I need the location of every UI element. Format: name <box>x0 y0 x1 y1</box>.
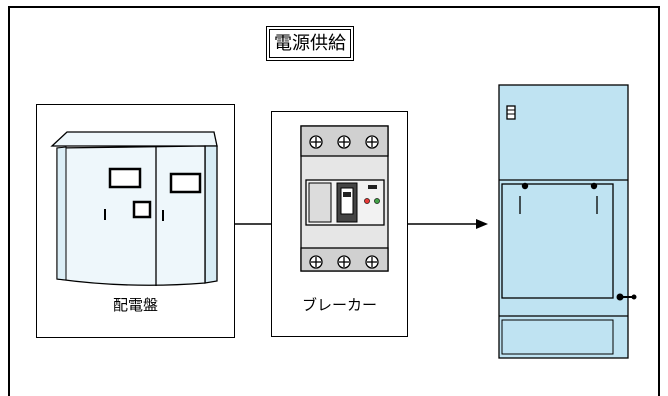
distribution-panel-icon <box>50 131 218 286</box>
diagram-frame <box>8 6 660 396</box>
breaker-label: ブレーカー <box>301 296 377 314</box>
diagram-title: 電源供給 <box>266 26 354 61</box>
equipment-cabinet-icon <box>498 84 637 359</box>
distribution-panel-label: 配電盤 <box>112 296 158 314</box>
arrow-right-icon <box>408 219 488 229</box>
circuit-breaker-icon <box>300 125 389 272</box>
